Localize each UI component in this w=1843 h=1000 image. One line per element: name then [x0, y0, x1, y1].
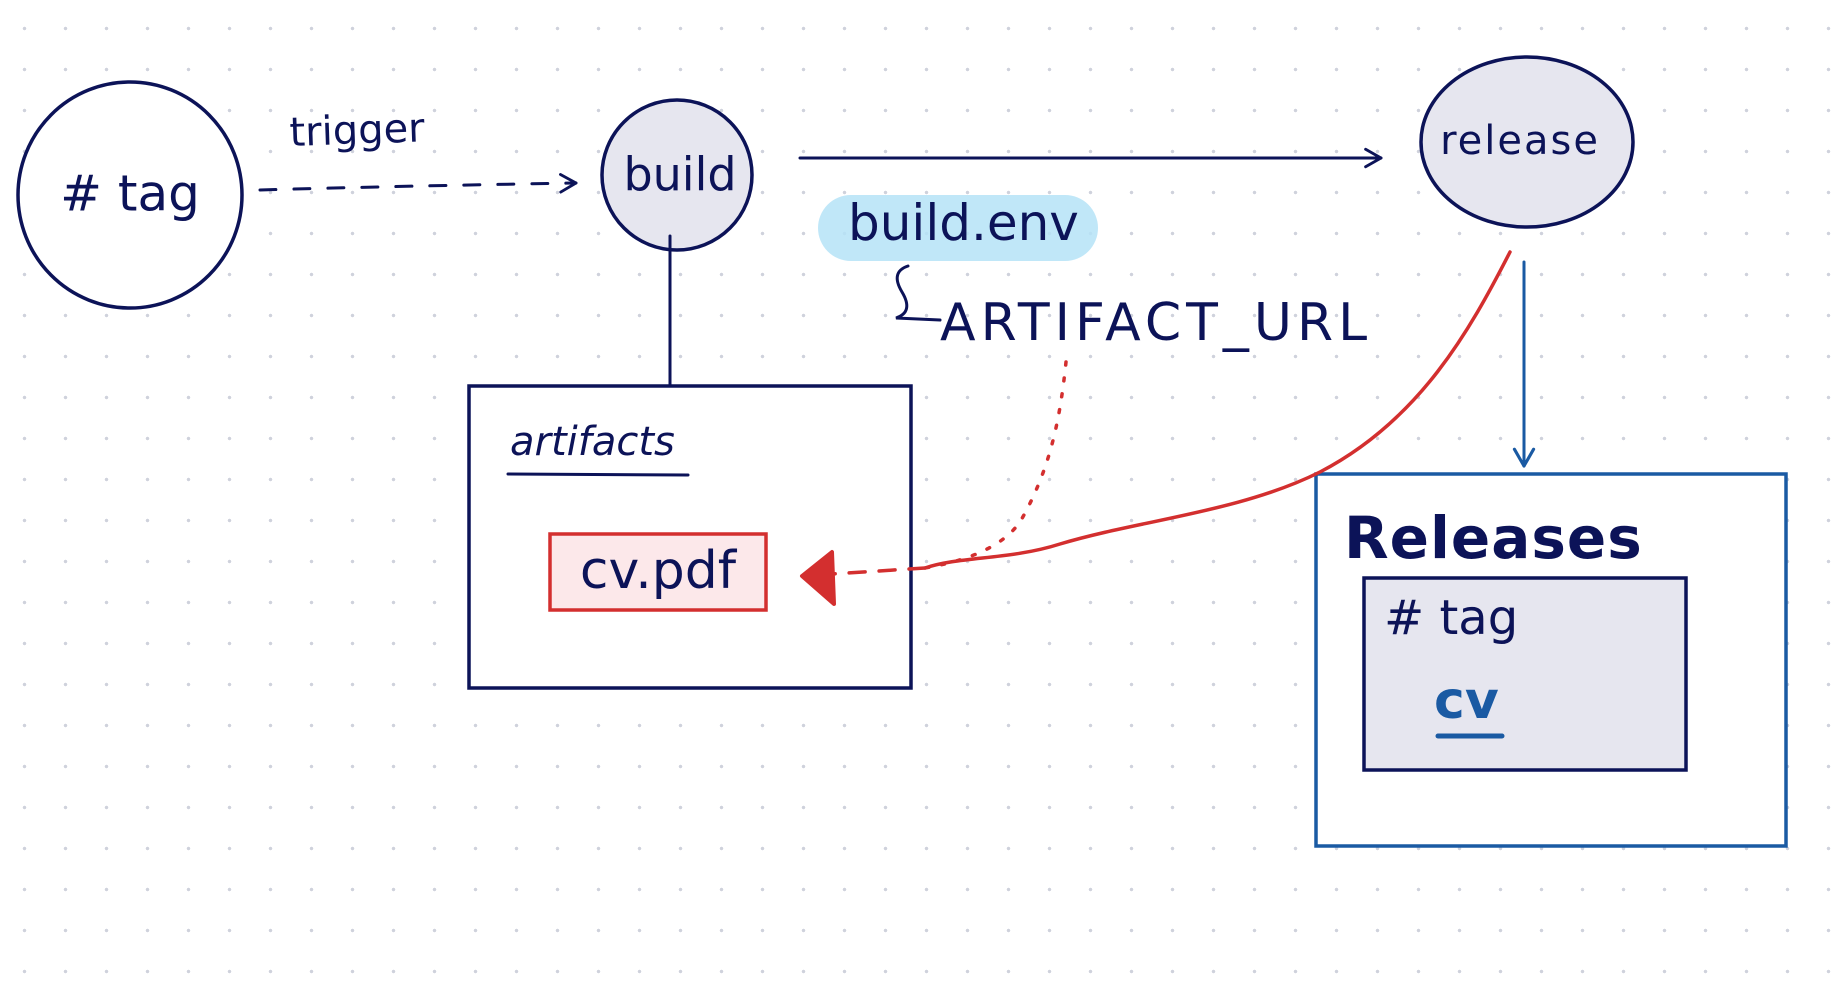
artifacts-box: artifacts cv.pdf: [467, 384, 913, 690]
artifact-url-label: ARTIFACT_URL: [940, 293, 1372, 353]
release-to-cv-curve: [923, 250, 1512, 570]
release-entry-asset: cv: [1434, 671, 1499, 731]
releases-title: Releases: [1344, 504, 1643, 572]
build-node-circle: [600, 98, 754, 252]
release-node-circle: [1419, 55, 1635, 229]
cv-pointer-arrowhead: [800, 550, 836, 606]
release-node: release: [1419, 55, 1635, 229]
release-entry-card: [1362, 576, 1688, 772]
tag-node: # tag: [16, 80, 244, 310]
releases-box: Releases # tag cv: [1314, 472, 1788, 848]
tag-node-label: # tag: [60, 165, 200, 223]
artifact-url-flow: [800, 250, 1512, 606]
build-env-label: build.env: [848, 194, 1079, 252]
env-brace: [895, 264, 942, 322]
tag-node-circle: [16, 80, 244, 310]
build-env-annotation: build.env ARTIFACT_URL: [818, 194, 1372, 353]
build-node: build: [600, 98, 754, 252]
cv-pointer-dashed: [830, 566, 927, 576]
artifacts-title: artifacts: [510, 419, 675, 465]
trigger-label: trigger: [289, 105, 426, 156]
trigger-edge-line: [258, 173, 578, 194]
release-entry-tag: # tag: [1384, 590, 1518, 646]
artifacts-title-underline: [506, 472, 690, 477]
build-node-label: build: [623, 148, 736, 202]
artifact-url-dotted-link: [923, 360, 1068, 570]
trigger-edge: trigger: [258, 105, 578, 194]
release-node-label: release: [1440, 118, 1600, 164]
cv-pdf-label: cv.pdf: [580, 541, 738, 601]
cv-pdf-box: [548, 532, 768, 612]
build-env-highlight: [818, 195, 1098, 261]
